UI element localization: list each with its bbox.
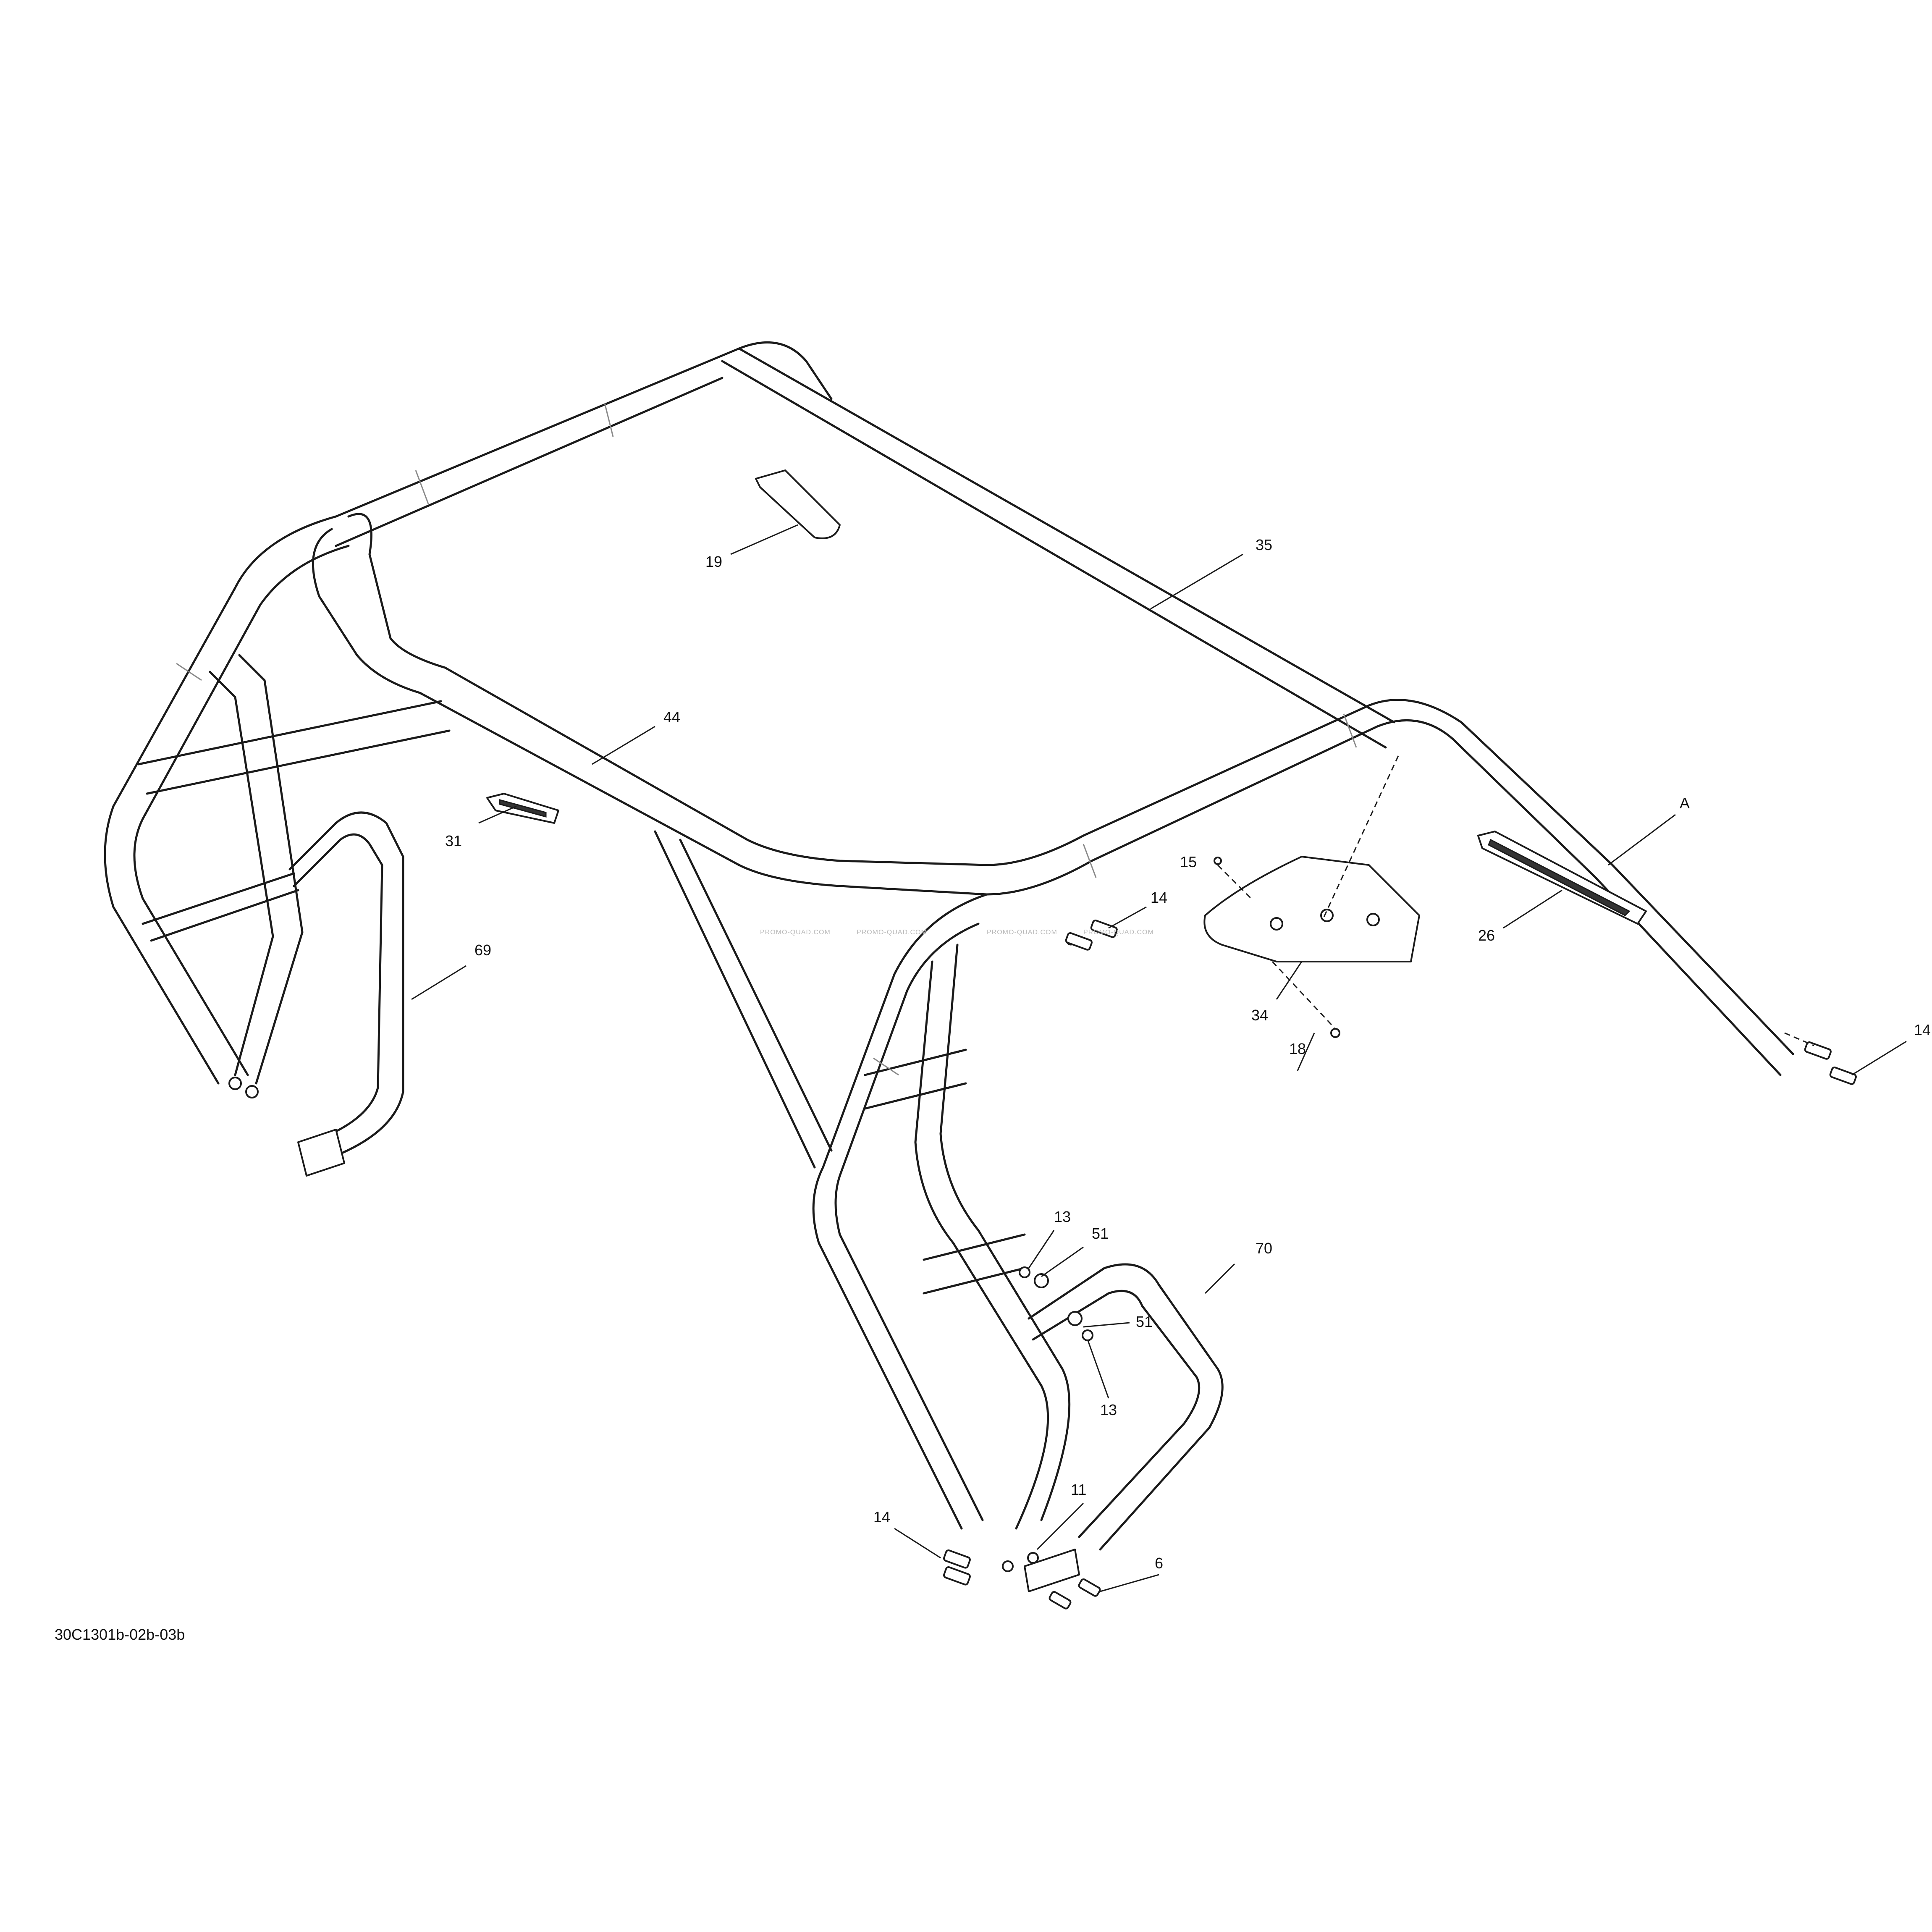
fasteners — [228, 755, 1857, 1610]
callout-70: 70 — [1256, 1240, 1272, 1257]
callout-11: 11 — [1071, 1481, 1086, 1498]
drawing-code: 30C1301b-02b-03b — [55, 1626, 185, 1643]
callout-35: 35 — [1256, 536, 1272, 553]
callout-14-bottom: 14 — [873, 1508, 890, 1526]
callout-15: 15 — [1180, 853, 1197, 870]
callout-a: A — [1680, 794, 1690, 812]
side-bar-70 — [1024, 1263, 1224, 1592]
callout-31: 31 — [445, 832, 462, 849]
callout-44: 44 — [663, 708, 680, 726]
part-31-plate — [486, 793, 559, 824]
part-26-plate — [1477, 831, 1647, 925]
callout-18: 18 — [1289, 1040, 1306, 1057]
watermark-text: PROMO-QUAD.COM — [987, 929, 1057, 936]
leader-lines — [411, 524, 1907, 1592]
callout-6: 6 — [1155, 1555, 1163, 1572]
callout-51-top: 51 — [1092, 1225, 1109, 1242]
watermark-text: PROMO-QUAD.COM — [760, 929, 831, 936]
watermark-text: PROMO-QUAD.COM — [1083, 929, 1154, 936]
watermark-strip: PROMO-QUAD.COM PROMO-QUAD.COM PROMO-QUAD… — [760, 929, 1154, 936]
callout-13-bottom: 13 — [1100, 1401, 1117, 1418]
callout-69: 69 — [474, 941, 491, 959]
side-bar-69 — [288, 811, 404, 1177]
part-19-bracket — [755, 469, 841, 539]
callout-19: 19 — [705, 553, 722, 570]
callout-34: 34 — [1251, 1007, 1268, 1024]
part-34-bracket — [1203, 856, 1420, 962]
callout-13-top: 13 — [1054, 1208, 1071, 1225]
callout-14-top: 14 — [1151, 889, 1167, 906]
callout-51-bottom: 51 — [1136, 1313, 1153, 1330]
callout-labels: 19 35 44 A 31 15 14 26 34 18 14 69 13 51… — [445, 536, 1931, 1572]
roll-cage-frame — [104, 341, 1794, 1530]
watermark-text: PROMO-QUAD.COM — [857, 929, 927, 936]
callout-26: 26 — [1478, 927, 1495, 944]
callout-14-right: 14 — [1914, 1021, 1931, 1038]
